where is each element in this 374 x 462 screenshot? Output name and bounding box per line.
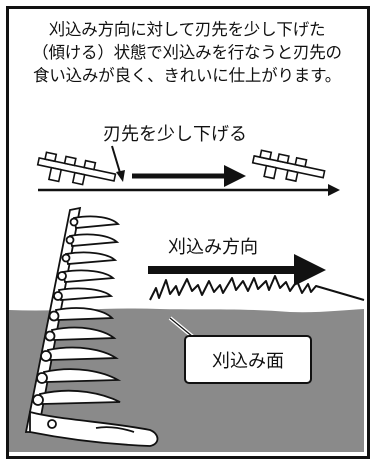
intro-line-2: （傾ける）状態で刈込みを行なうと刃先の [32,43,342,62]
cutting-direction-label: 刈込み方向 [168,237,258,258]
cutting-surface-text: 刈込み面 [212,350,284,372]
lower-tip-pointer [111,145,122,177]
intro-text: 刈込み方向に対して刃先を少し下げた （傾ける）状態で刈込みを行なうと刃先の 食い… [0,18,374,87]
tilt-baseline-arrowhead [328,184,340,196]
lower-tip-label: 刃先を少し下げる [103,124,247,145]
tilted-shears-right-icon [251,149,326,183]
tilted-shears-left-icon [36,151,117,186]
hedge-trimmer-blade-icon [24,206,159,447]
diagram-frame [6,6,370,459]
tilt-motion-arrowhead [224,165,246,187]
intro-line-1: 刈込み方向に対して刃先を少し下げた [48,20,326,39]
cutting-direction-arrowhead [294,254,326,286]
intro-line-3: 食い込みが良く、きれいに仕上がります。 [32,66,342,85]
cutting-surface-label: 刈込み面 [184,335,312,384]
lower-tip-pointer-head [116,170,125,182]
